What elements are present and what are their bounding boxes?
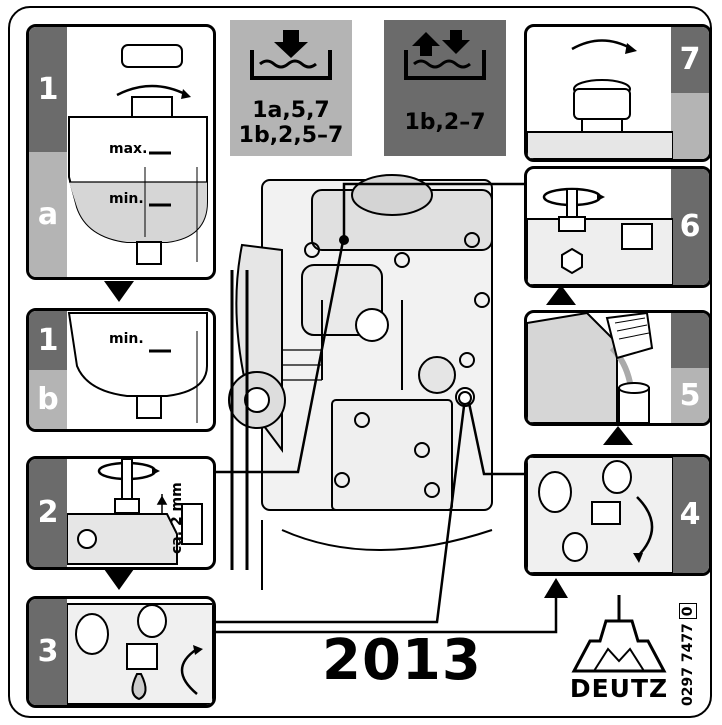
drain-arrow-down-icon — [230, 20, 352, 90]
deutz-logo: DEUTZ — [564, 591, 674, 703]
step-3-tab: 3 — [29, 599, 67, 705]
gap-label: ca. 2 mm — [169, 482, 185, 554]
legend-fill: 1b,2–7 — [384, 20, 506, 156]
step-1a-panel: 1 a max. min. — [26, 24, 216, 280]
legend-drain-steps: 1a,5,7 1b,2,5–7 — [230, 90, 352, 156]
tab-fill — [671, 93, 709, 159]
step-1a-tab: 1 a — [29, 27, 67, 277]
min-mark-label: min. — [109, 191, 144, 207]
step-6-tab: 6 — [671, 169, 709, 285]
step-number: 5 — [671, 368, 709, 423]
step-number: 6 — [679, 209, 701, 245]
part-revision: 0 — [679, 603, 697, 620]
step-number: 7 — [671, 27, 709, 93]
cap-closed-illustration — [527, 39, 673, 159]
fill-arrows-up-down-icon — [384, 20, 506, 90]
step-4-tab: 4 — [671, 457, 709, 573]
step-2-panel: 2 ca. 2 mm — [26, 456, 216, 570]
year-label: 2013 — [322, 628, 482, 693]
drain-screw-close-illustration — [527, 457, 673, 573]
drain-screw-open-illustration — [67, 603, 213, 705]
fill-coolant-illustration — [527, 313, 654, 423]
part-number: 0297 7477 0 — [679, 603, 697, 706]
step-letter: b — [29, 370, 67, 429]
legend-drain-line1: 1a,5,7 — [252, 97, 330, 123]
step-7-panel: 7 — [524, 24, 712, 162]
legend-drain: 1a,5,7 1b,2,5–7 — [230, 20, 352, 156]
step-5-tab: 5 — [671, 313, 709, 423]
legend-fill-line1: 1b,2–7 — [404, 110, 486, 136]
step-1b-tab: 1 b — [29, 311, 67, 429]
legend-fill-steps: 1b,2–7 — [384, 90, 506, 156]
step-5-panel: 5 — [524, 310, 712, 426]
step-number: 2 — [37, 495, 59, 531]
brand-name: DEUTZ — [569, 674, 669, 703]
max-mark-label: max. — [109, 141, 148, 157]
part-number-text: 0297 7477 — [680, 623, 696, 706]
step-letter: a — [29, 152, 67, 277]
tab-fill — [671, 313, 709, 368]
step-3-panel: 3 — [26, 596, 216, 708]
step-6-panel: 6 — [524, 166, 712, 288]
deutz-emblem-icon — [571, 595, 667, 673]
engine-illustration — [228, 174, 493, 590]
vent-screw-illustration — [67, 459, 203, 565]
step-number: 3 — [37, 634, 59, 670]
vent-screw-close-illustration — [527, 187, 673, 285]
step-7-tab: 7 — [671, 27, 709, 159]
step-2-tab: 2 — [29, 459, 67, 567]
step-1b-panel: 1 b min. — [26, 308, 216, 432]
legend-drain-line2: 1b,2,5–7 — [238, 123, 344, 148]
step-number: 1 — [29, 27, 67, 152]
step-number: 4 — [679, 497, 701, 533]
expansion-tank-min-illustration — [67, 312, 208, 423]
step-number: 1 — [29, 311, 67, 370]
min-mark-label: min. — [109, 331, 144, 347]
expansion-tank-illustration — [68, 44, 208, 265]
step-4-panel: 4 — [524, 454, 712, 576]
